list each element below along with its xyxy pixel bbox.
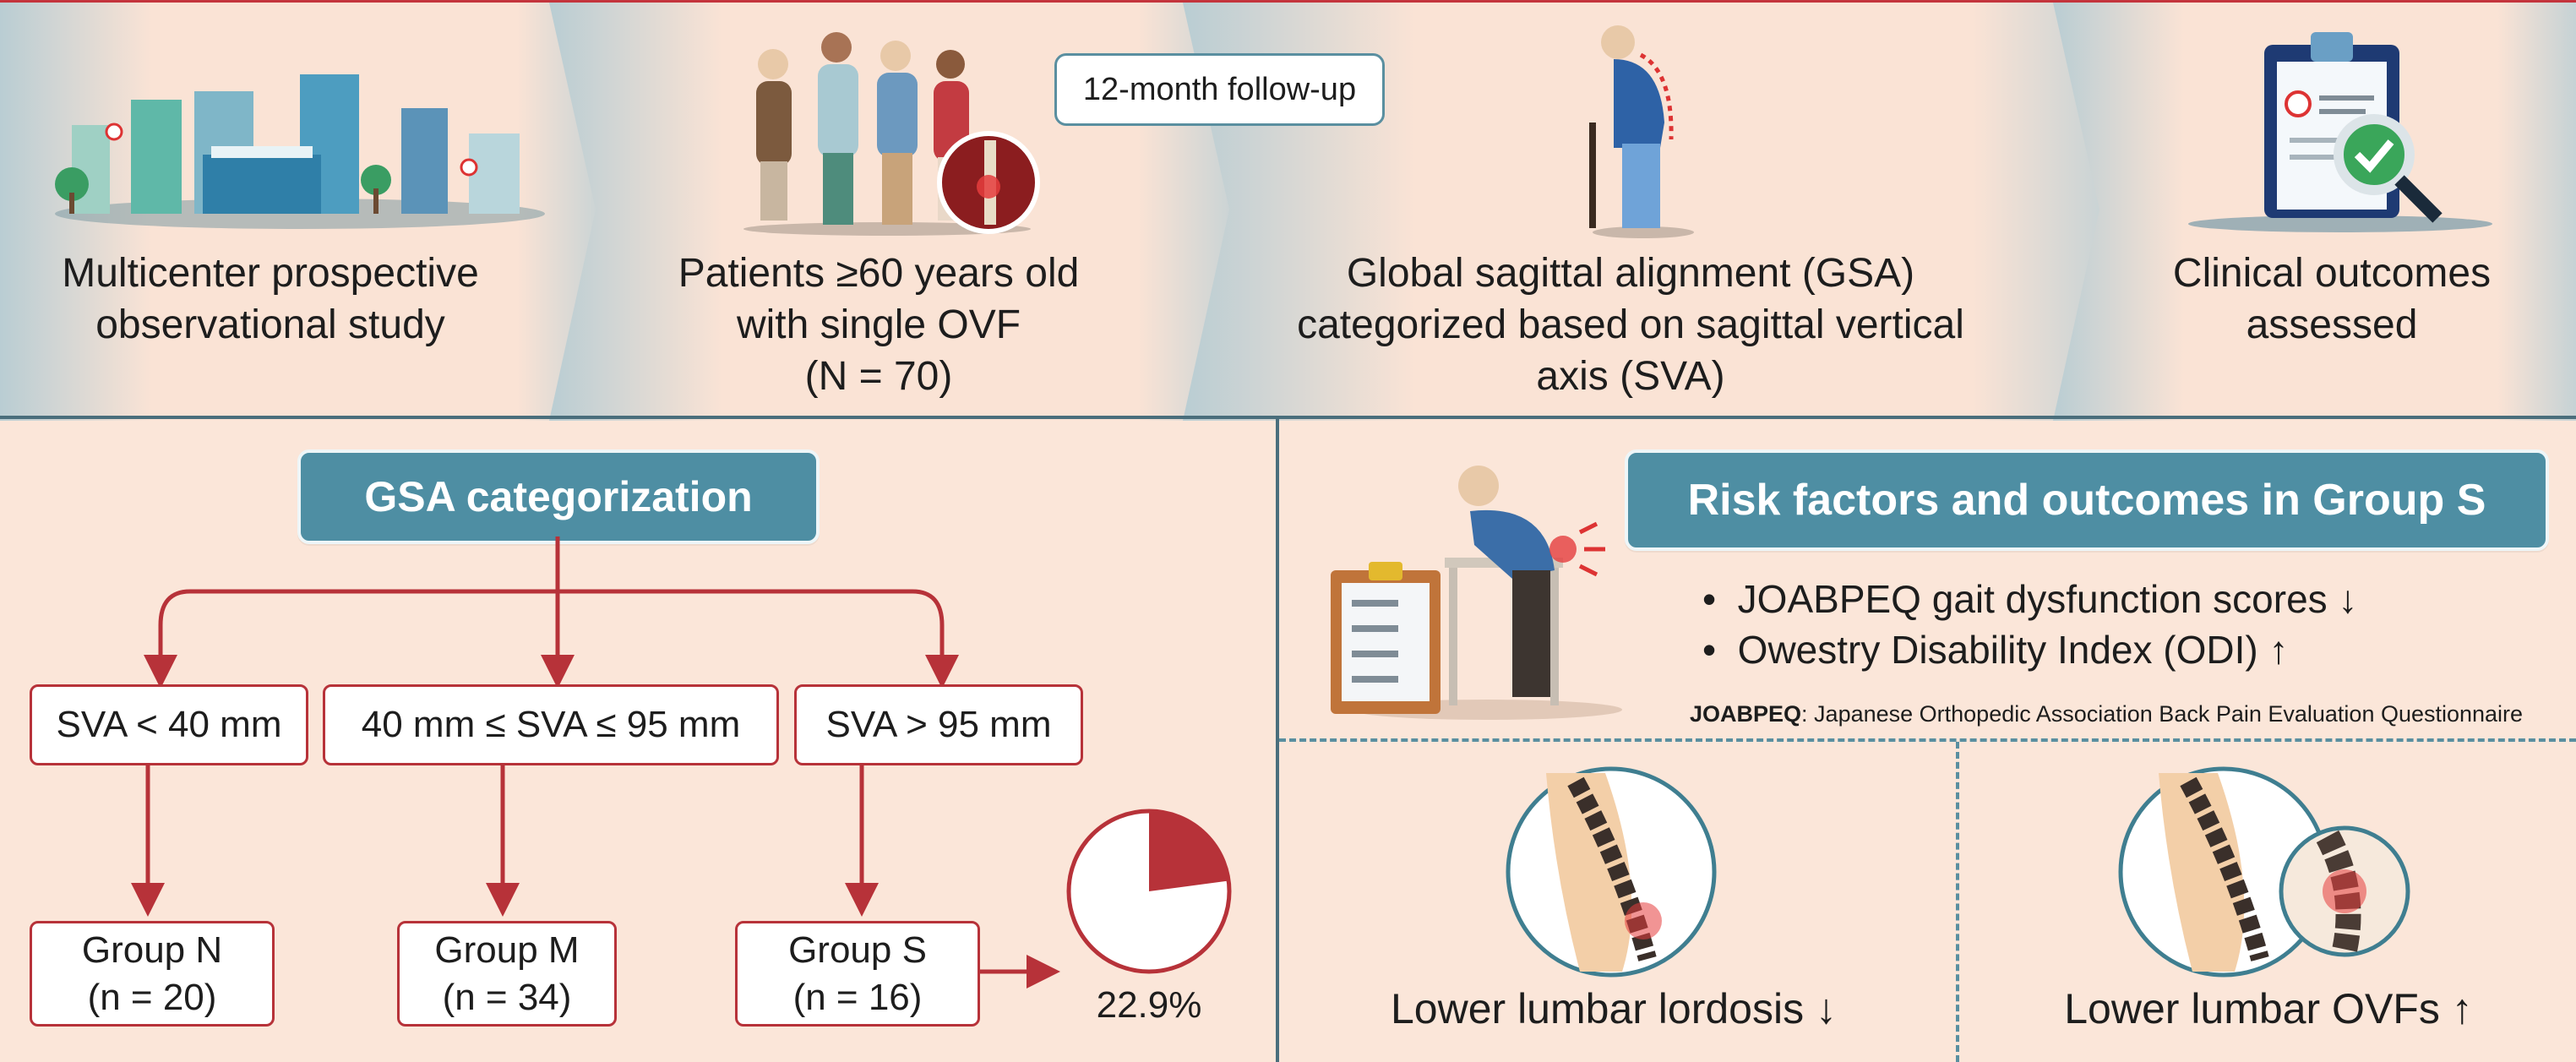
stage-2-line-1: Patients ≥60 years old xyxy=(678,251,1080,296)
stage-3-line-1: Global sagittal alignment (GSA) xyxy=(1346,251,1915,296)
stage-2-line-2: with single OVF xyxy=(736,302,1021,347)
stage-3-line-3: axis (SVA) xyxy=(1536,354,1725,399)
criterion-low-text: SVA < 40 mm xyxy=(56,704,282,745)
group-s-name: Group S xyxy=(788,929,927,971)
group-m-box: Group M (n = 34) xyxy=(397,921,617,1027)
stage-1-line-2: observational study xyxy=(95,302,445,347)
followup-text: 12-month follow-up xyxy=(1082,71,1357,107)
footnote-abbreviation: JOABPEQ xyxy=(1690,701,1802,727)
lumbar-lordosis-illustration xyxy=(1506,766,1717,978)
stage-4-line-1: Clinical outcomes xyxy=(2172,251,2492,296)
elderly-patients-illustration xyxy=(743,32,1040,236)
pie-slice-group-s xyxy=(1149,811,1229,891)
stage-2-line-3: (N = 70) xyxy=(804,354,953,399)
risk-bullet-1: • JOABPEQ gait dysfunction scores ↓ xyxy=(1702,577,2358,621)
group-n-name: Group N xyxy=(81,929,223,971)
group-s-count: (n = 16) xyxy=(792,976,923,1018)
gsa-title: GSA categorization xyxy=(297,449,820,544)
joabpeq-footnote: JOABPEQ: Japanese Orthopedic Association… xyxy=(1690,701,2523,727)
footnote-definition: : Japanese Orthopedic Association Back P… xyxy=(1801,701,2524,727)
finding-ovfs: Lower lumbar OVFs ↑ xyxy=(2064,985,2473,1032)
dashed-divider-vertical xyxy=(1956,742,1959,1062)
criterion-box-high: SVA > 95 mm xyxy=(794,684,1083,765)
group-m-name: Group M xyxy=(434,929,580,971)
city-hospital-illustration xyxy=(55,74,545,229)
risk-bullet-2: • Owestry Disability Index (ODI) ↑ xyxy=(1702,628,2289,672)
stage-1-text: Multicenter prospective observational st… xyxy=(0,248,541,351)
horizontal-divider xyxy=(0,416,2576,419)
risk-bullet-2-text: Owestry Disability Index (ODI) ↑ xyxy=(1737,628,2289,672)
back-pain-patient-illustration xyxy=(1331,466,1622,720)
criterion-box-low: SVA < 40 mm xyxy=(30,684,308,765)
risk-title: Risk factors and outcomes in Group S xyxy=(1625,449,2549,551)
group-n-box: Group N (n = 20) xyxy=(30,921,275,1027)
stage-4-text: Clinical outcomes assessed xyxy=(2129,248,2535,351)
finding-lordosis: Lower lumbar lordosis ↓ xyxy=(1391,985,1837,1032)
group-m-count: (n = 34) xyxy=(442,976,572,1018)
stage-3-line-2: categorized based on sagittal vertical xyxy=(1297,302,1964,347)
group-s-proportion-pie xyxy=(1066,809,1232,974)
stage-3-text: Global sagittal alignment (GSA) categori… xyxy=(1250,248,2011,402)
risk-title-text: Risk factors and outcomes in Group S xyxy=(1687,476,2486,525)
stage-4-line-2: assessed xyxy=(2246,302,2418,347)
stage-2-text: Patients ≥60 years old with single OVF (… xyxy=(625,248,1132,402)
lumbar-ovf-illustration xyxy=(2118,766,2410,978)
followup-label: 12-month follow-up xyxy=(1054,53,1385,126)
criterion-box-mid: 40 mm ≤ SVA ≤ 95 mm xyxy=(323,684,779,765)
pie-percent-label: 22.9% xyxy=(1096,984,1202,1026)
criterion-high-text: SVA > 95 mm xyxy=(825,704,1052,745)
vertical-divider xyxy=(1276,418,1279,1062)
group-n-count: (n = 20) xyxy=(87,976,217,1018)
study-timeline: 12-month follow-up Multicenter prospecti… xyxy=(0,0,2576,421)
dashed-divider-horizontal xyxy=(1279,738,2576,742)
stooped-patient-illustration xyxy=(1589,25,1694,238)
group-s-box: Group S (n = 16) xyxy=(735,921,980,1027)
gsa-flow-arrows xyxy=(131,536,1060,988)
gsa-title-text: GSA categorization xyxy=(364,473,753,520)
stage-1-line-1: Multicenter prospective xyxy=(62,251,479,296)
clipboard-checkmark-illustration xyxy=(2188,32,2492,232)
criterion-mid-text: 40 mm ≤ SVA ≤ 95 mm xyxy=(361,704,741,745)
risk-bullet-1-text: JOABPEQ gait dysfunction scores ↓ xyxy=(1737,577,2358,621)
